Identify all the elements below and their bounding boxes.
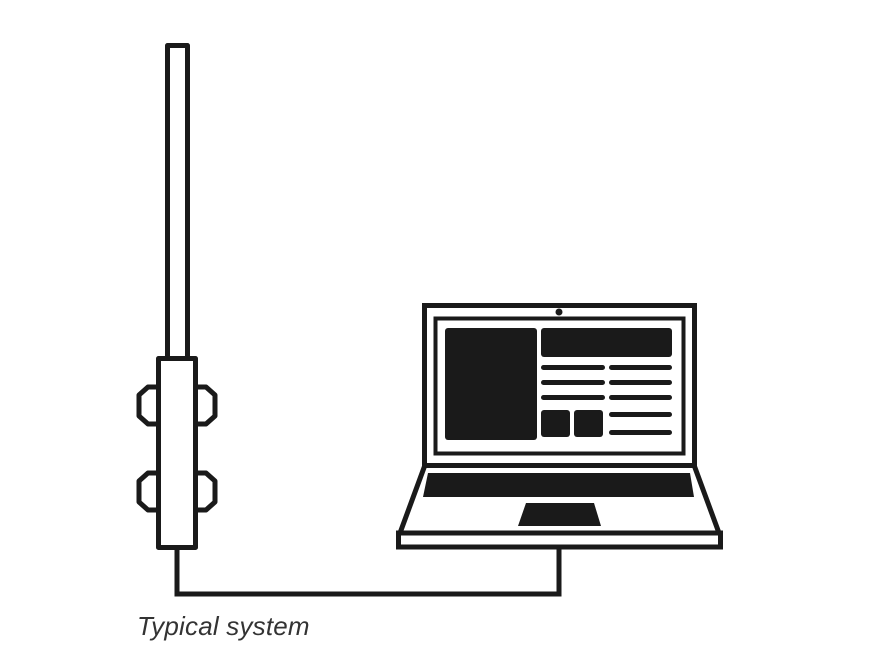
screen-thumbnail	[574, 410, 603, 437]
cable-line	[174, 548, 562, 597]
screen-text-line	[609, 365, 672, 370]
screen-header-bar	[541, 328, 672, 357]
upper-clamp-right	[193, 384, 218, 427]
screen-text-line	[541, 380, 605, 385]
screen-text-line	[609, 430, 672, 435]
laptop-keyboard	[423, 473, 694, 497]
screen-sidebar-block	[445, 328, 537, 440]
webcam-icon	[555, 308, 563, 316]
screen-text-line	[609, 380, 672, 385]
laptop-icon	[396, 303, 723, 550]
antenna-mount-body	[156, 356, 198, 550]
upper-clamp-left	[136, 384, 161, 427]
lower-clamp-left	[136, 470, 161, 513]
screen-content	[445, 328, 672, 440]
screen-text-line	[541, 365, 605, 370]
screen-text-line	[541, 395, 605, 400]
antenna-mast-icon	[136, 43, 218, 550]
screen-text-line	[609, 395, 672, 400]
laptop-base-edge	[396, 530, 723, 550]
screen-thumbnail	[541, 410, 570, 437]
screen-text-line	[609, 412, 672, 417]
diagram-caption: Typical system	[137, 611, 310, 641]
antenna-mast-tube	[165, 43, 190, 363]
laptop-touchpad	[518, 503, 601, 526]
lower-clamp-right	[193, 470, 218, 513]
